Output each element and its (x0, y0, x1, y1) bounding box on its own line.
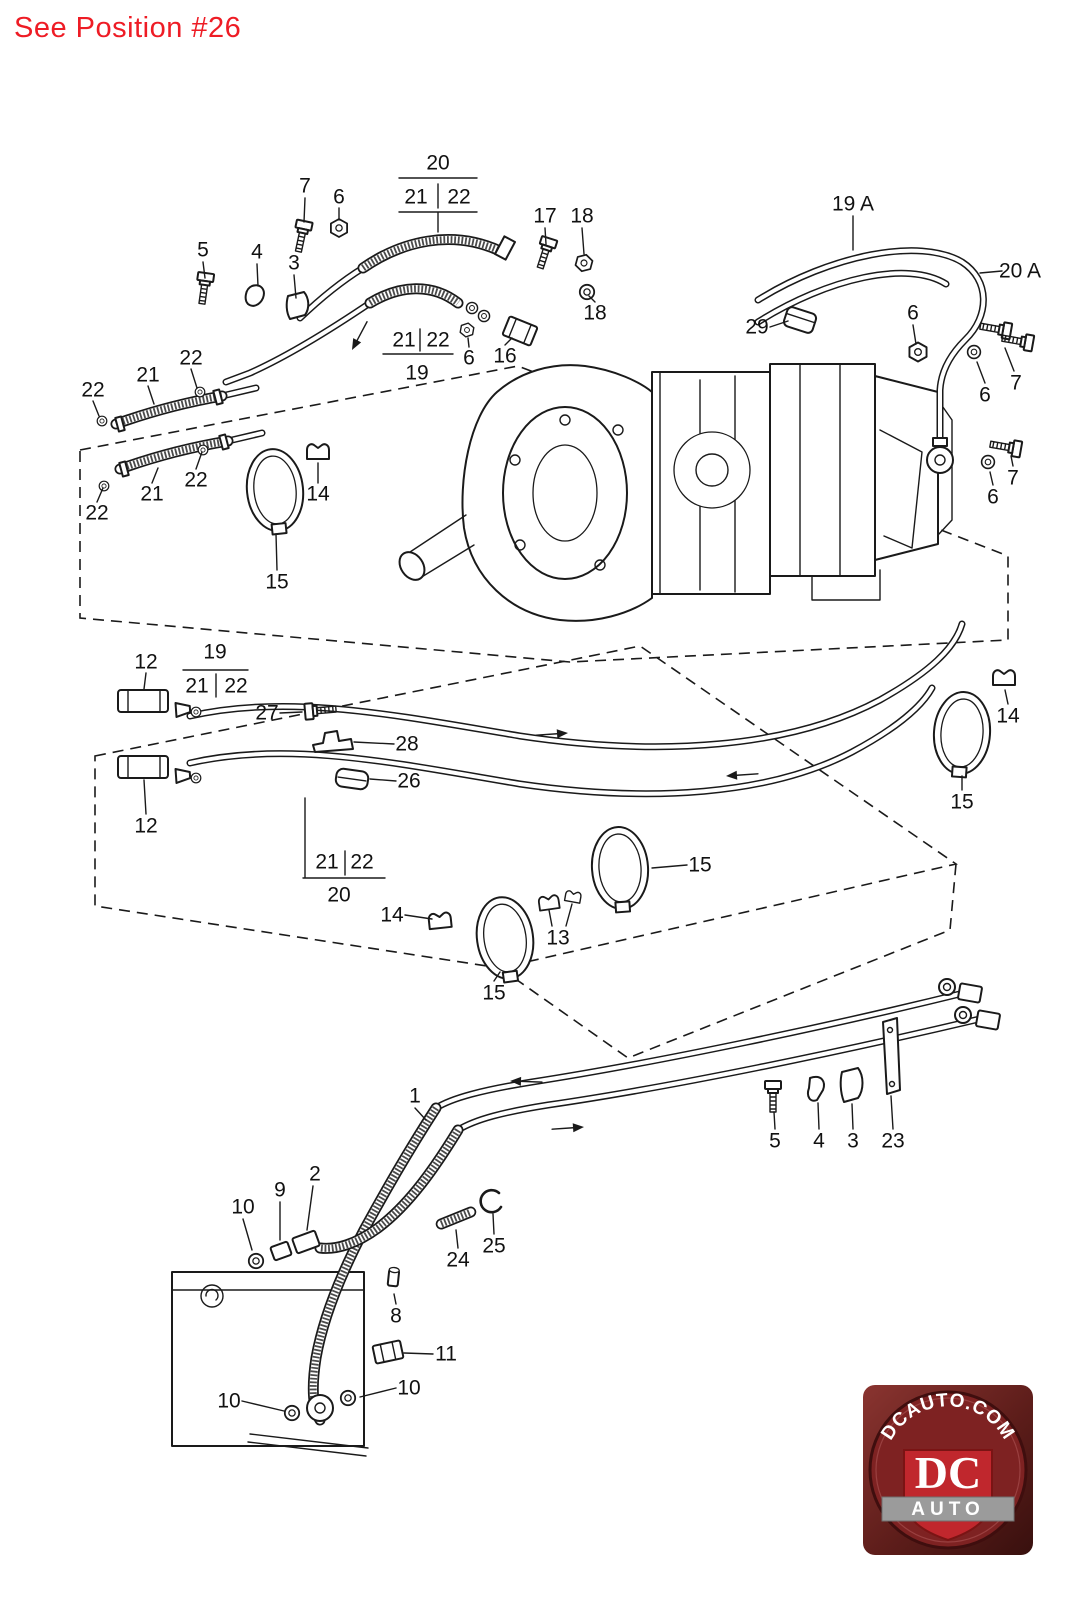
logo-brand-dc: DC (915, 1447, 981, 1498)
middle-oil-lines (117, 624, 962, 794)
logo-band (881, 1496, 1015, 1522)
label-group-brackets (182, 177, 478, 879)
upper-oil-lines (115, 236, 516, 478)
hardware-parts (96, 218, 1036, 1422)
lower-oil-lines (436, 992, 984, 1130)
clamp-26 (334, 767, 370, 791)
oil-cooler (171, 1271, 369, 1457)
bracket-28 (312, 730, 354, 753)
leader-lines (92, 197, 1015, 1412)
dashed-reference-outlines (79, 365, 1009, 1059)
pipe-19a (758, 251, 983, 474)
see-position-note: See Position #26 (14, 12, 242, 44)
logo-brand-auto: AUTO (911, 1499, 984, 1520)
transmission-illustration (398, 363, 953, 622)
dcauto-logo: DCAUTO.COM DC AUTO (863, 1385, 1033, 1555)
clamp-29 (782, 306, 818, 334)
